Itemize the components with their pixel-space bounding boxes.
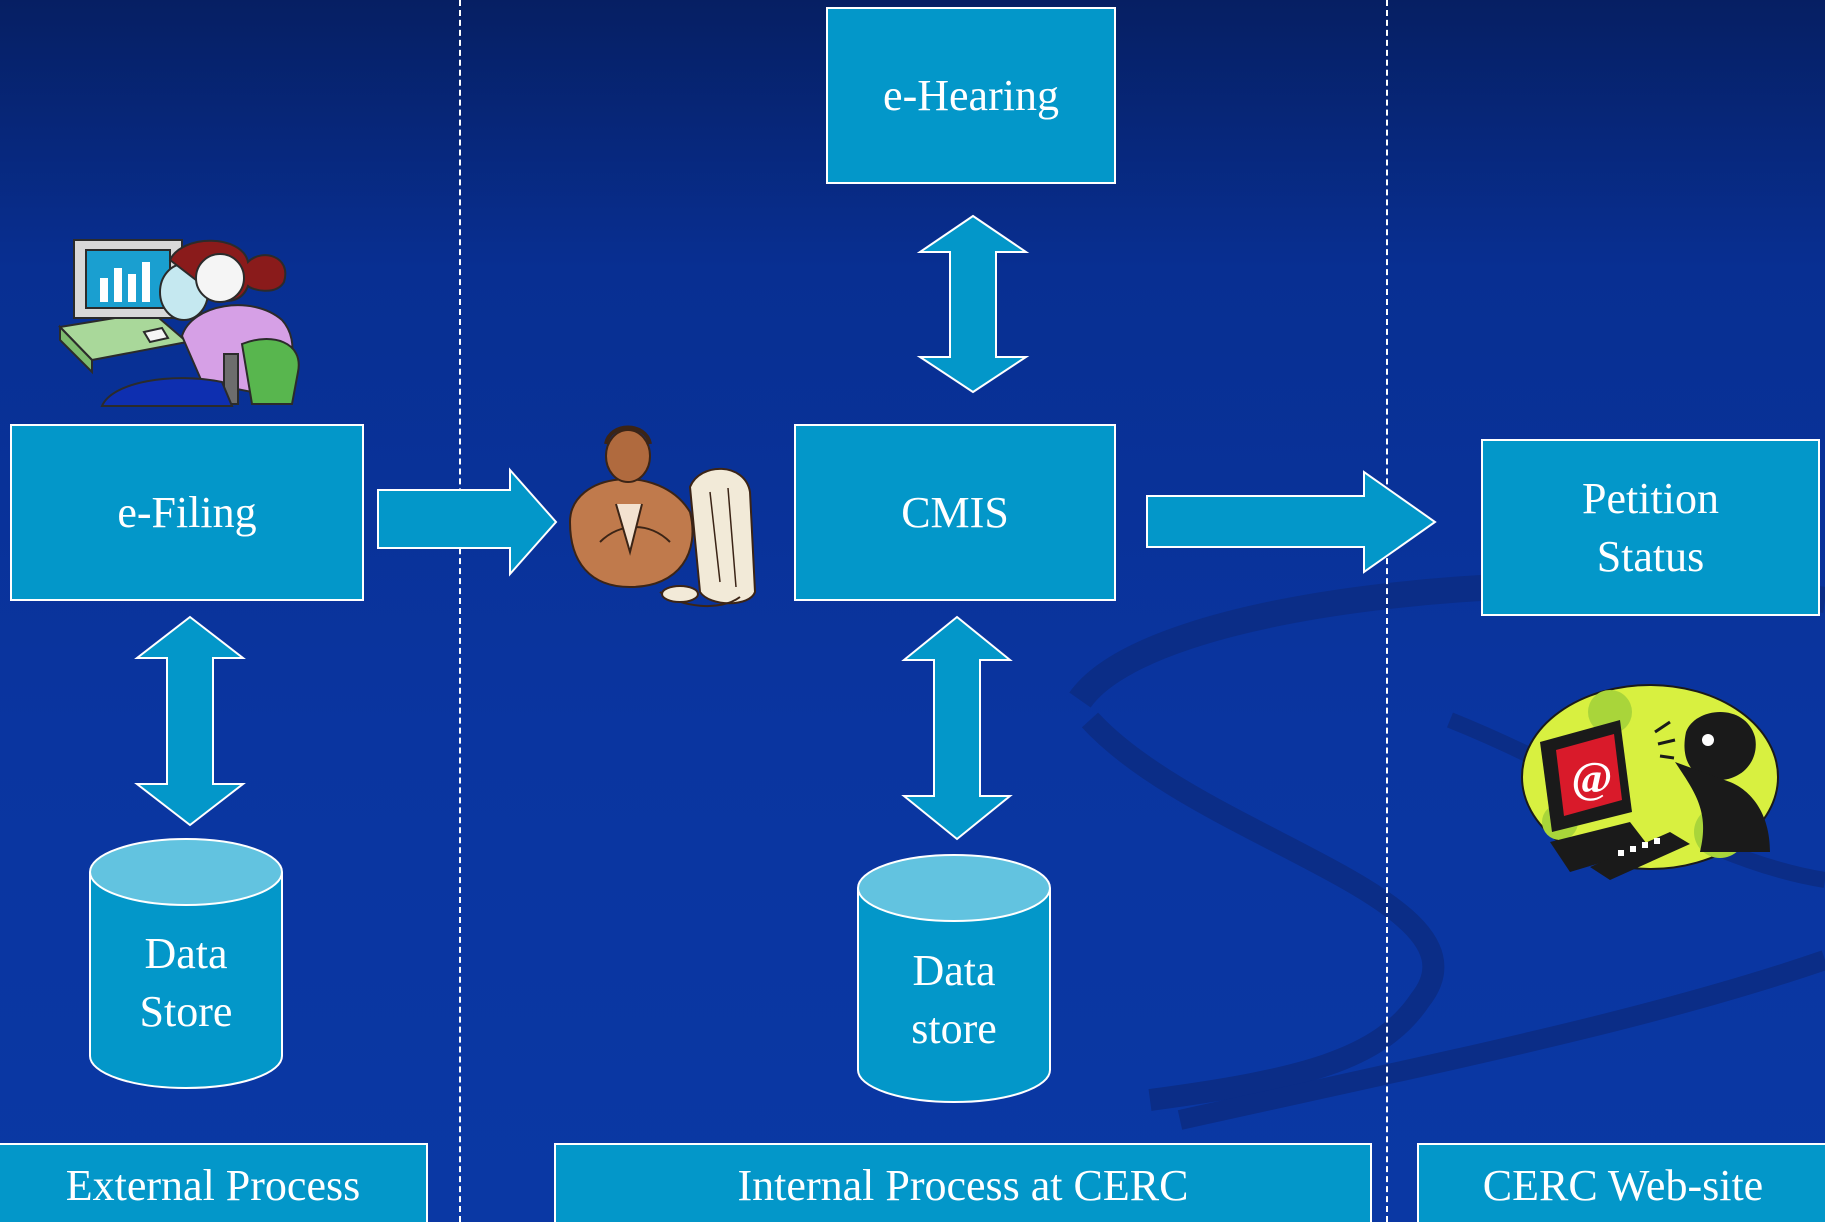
arrow-efiling-to-operator <box>377 467 558 577</box>
email-user-icon: @ <box>1521 684 1779 880</box>
zone-divider-right <box>1386 0 1388 1222</box>
zone-divider-left <box>459 0 461 1222</box>
petition-status-box: Petition Status <box>1481 439 1820 616</box>
e-filing-label: e-Filing <box>117 487 257 537</box>
arrow-ehearing-cmis-bidirectional <box>916 214 1030 394</box>
petition-status-label-line1: Petition <box>1582 474 1719 524</box>
operator-at-computer-icon <box>568 425 757 608</box>
data-store-left-label: Data Store <box>88 925 284 1041</box>
zone-label-external-process: External Process <box>0 1143 428 1222</box>
cmis-box: CMIS <box>794 424 1116 601</box>
woman-at-computer-icon <box>57 239 300 407</box>
zone-label-internal-process: Internal Process at CERC <box>554 1143 1372 1222</box>
cmis-label: CMIS <box>901 487 1009 537</box>
petition-status-label-line2: Status <box>1596 531 1705 581</box>
arrow-cmis-to-petition-status <box>1146 470 1437 574</box>
data-store-center-label-line2: store <box>911 1004 997 1053</box>
data-store-center-label-line1: Data <box>912 946 996 995</box>
zone-label-external-text: External Process <box>65 1161 361 1210</box>
svg-text:@: @ <box>1572 753 1613 802</box>
zone-label-cerc-website: CERC Web-site <box>1417 1143 1825 1222</box>
zone-label-website-text: CERC Web-site <box>1482 1161 1764 1210</box>
data-store-center <box>857 854 1051 1103</box>
data-store-center-label: Data store <box>856 942 1052 1058</box>
data-store-left <box>89 838 283 1089</box>
zone-label-internal-text: Internal Process at CERC <box>737 1161 1189 1210</box>
arrow-efiling-datastore-bidirectional <box>134 615 246 827</box>
e-hearing-box: e-Hearing <box>826 7 1116 184</box>
e-hearing-label: e-Hearing <box>883 70 1059 120</box>
data-store-left-label-line1: Data <box>144 929 228 978</box>
arrow-cmis-datastore-bidirectional <box>901 615 1013 841</box>
data-store-left-label-line2: Store <box>139 987 233 1036</box>
e-filing-box: e-Filing <box>10 424 364 601</box>
